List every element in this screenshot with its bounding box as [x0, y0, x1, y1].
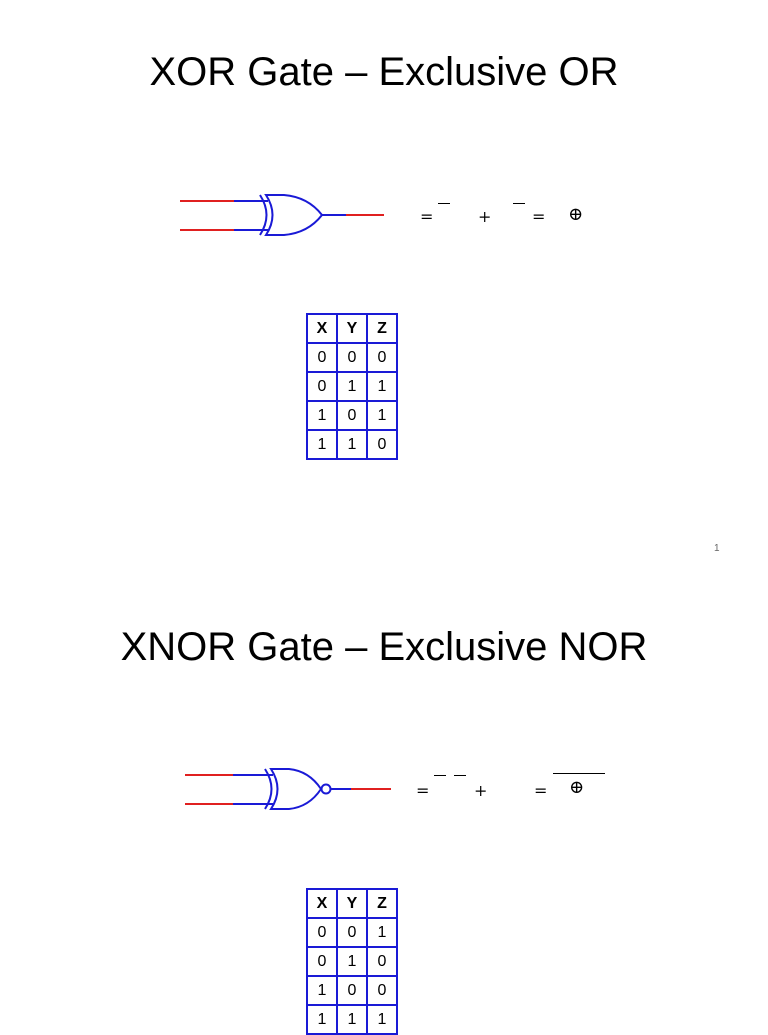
table-cell: 0: [336, 975, 368, 1006]
overbar: [454, 775, 466, 776]
table-cell: 1: [306, 400, 338, 431]
xor-gate-diagram: [180, 194, 384, 236]
page-number: 1: [714, 543, 720, 554]
table-cell: 1: [306, 429, 338, 460]
table-cell: 0: [366, 975, 398, 1006]
table-cell: 1: [366, 1004, 398, 1035]
table-cell: 0: [336, 400, 368, 431]
table-cell: 1: [336, 371, 368, 402]
table-cell: 0: [366, 429, 398, 460]
column-header: Z: [366, 313, 398, 344]
plus-sign: +: [474, 781, 488, 800]
inversion-bubble: [320, 783, 332, 795]
table-row: 1 1 1: [306, 1004, 398, 1035]
column-header: X: [306, 888, 338, 919]
xor-gate-body: [264, 194, 324, 236]
table-cell: 1: [366, 917, 398, 948]
table-cell: 1: [366, 371, 398, 402]
column-header: Y: [336, 313, 368, 344]
slide-xor: XOR Gate – Exclusive OR = + = ⊕ X Y Z 0 …: [149, 50, 720, 554]
table-cell: 0: [306, 946, 338, 977]
plus-sign: +: [478, 207, 492, 226]
xor-operator: ⊕: [568, 204, 584, 225]
xnor-truth-table: X Y Z 0 0 1 0 1 0 1 0 0 1 1 1: [306, 888, 398, 1035]
table-row: 0 0 0: [306, 342, 398, 373]
equals-sign: =: [532, 207, 546, 226]
xor-equation: = + = ⊕: [418, 200, 588, 230]
table-cell: 0: [366, 946, 398, 977]
equals-sign: =: [420, 207, 434, 226]
table-cell: 1: [366, 400, 398, 431]
table-cell: 1: [336, 429, 368, 460]
column-header: Y: [336, 888, 368, 919]
table-cell: 0: [306, 917, 338, 948]
table-cell: 1: [306, 975, 338, 1006]
column-header: X: [306, 313, 338, 344]
slide-title: XNOR Gate – Exclusive NOR: [120, 625, 648, 669]
xor-extra-curve: [259, 194, 268, 236]
table-row: 1 0 0: [306, 975, 398, 1006]
table-cell: 0: [336, 917, 368, 948]
xor-extra-curve: [264, 768, 273, 810]
table-row: 1 1 0: [306, 429, 398, 460]
table-header-row: X Y Z: [306, 888, 398, 919]
table-header-row: X Y Z: [306, 313, 398, 344]
equals-sign: =: [416, 781, 430, 800]
equals-sign: =: [534, 781, 548, 800]
table-cell: 0: [336, 342, 368, 373]
slide-title: XOR Gate – Exclusive OR: [149, 50, 619, 94]
table-row: 1 0 1: [306, 400, 398, 431]
xnor-gate-diagram: [185, 768, 391, 810]
table-cell: 0: [306, 371, 338, 402]
xnor-equation: = + = ⊕: [416, 772, 616, 802]
overbar: [513, 203, 525, 204]
xor-truth-table: X Y Z 0 0 0 0 1 1 1 0 1 1 1 0: [306, 313, 398, 460]
table-cell: 0: [306, 342, 338, 373]
table-cell: 1: [336, 946, 368, 977]
overbar: [434, 775, 446, 776]
table-cell: 1: [336, 1004, 368, 1035]
column-header: Z: [366, 888, 398, 919]
overbar: [438, 203, 450, 204]
table-row: 0 1 0: [306, 946, 398, 977]
table-cell: 0: [366, 342, 398, 373]
slide-xnor: XNOR Gate – Exclusive NOR = + = ⊕ X Y Z …: [0, 572, 768, 1035]
overbar: [553, 773, 605, 774]
table-row: 0 1 1: [306, 371, 398, 402]
table-row: 0 0 1: [306, 917, 398, 948]
xor-operator: ⊕: [569, 777, 585, 798]
xnor-gate-body: [269, 768, 323, 810]
table-cell: 1: [306, 1004, 338, 1035]
